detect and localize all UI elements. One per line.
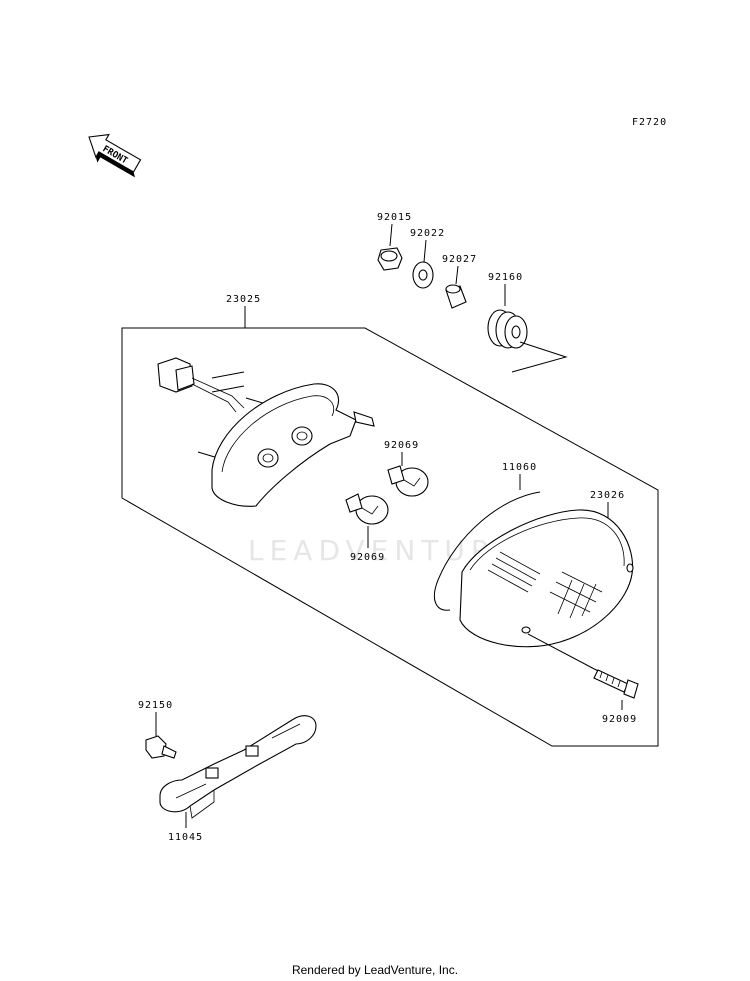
bolt-92150 [145,735,177,759]
bracket-11045 [159,715,317,819]
label-92069-bottom: 92069 [350,552,385,563]
label-92150: 92150 [138,700,173,711]
collar-92027 [445,284,467,309]
bulb-92069-top [387,465,429,497]
label-92015: 92015 [377,212,412,223]
screw-92009 [593,669,639,699]
label-23025: 23025 [226,294,261,305]
footer-credit: Rendered by LeadVenture, Inc. [291,963,459,977]
washer-92022 [412,261,434,289]
assembly-outline [121,327,659,747]
label-92027: 92027 [442,254,477,265]
label-23026: 23026 [590,490,625,501]
bulb-92069-bottom [345,493,389,525]
gasket-11060 [434,491,541,611]
label-92022: 92022 [410,228,445,239]
label-11045: 11045 [168,832,203,843]
figure-code: F2720 [632,117,667,128]
front-arrow-icon: FRONT [88,133,142,178]
label-92009: 92009 [602,714,637,725]
taillight-base-23025 [157,357,375,507]
grommet-92160 [487,309,528,349]
label-92160: 92160 [488,272,523,283]
nut-92015 [377,247,403,271]
label-92069-top: 92069 [384,440,419,451]
lens-23026 [459,509,634,648]
label-11060: 11060 [502,462,537,473]
